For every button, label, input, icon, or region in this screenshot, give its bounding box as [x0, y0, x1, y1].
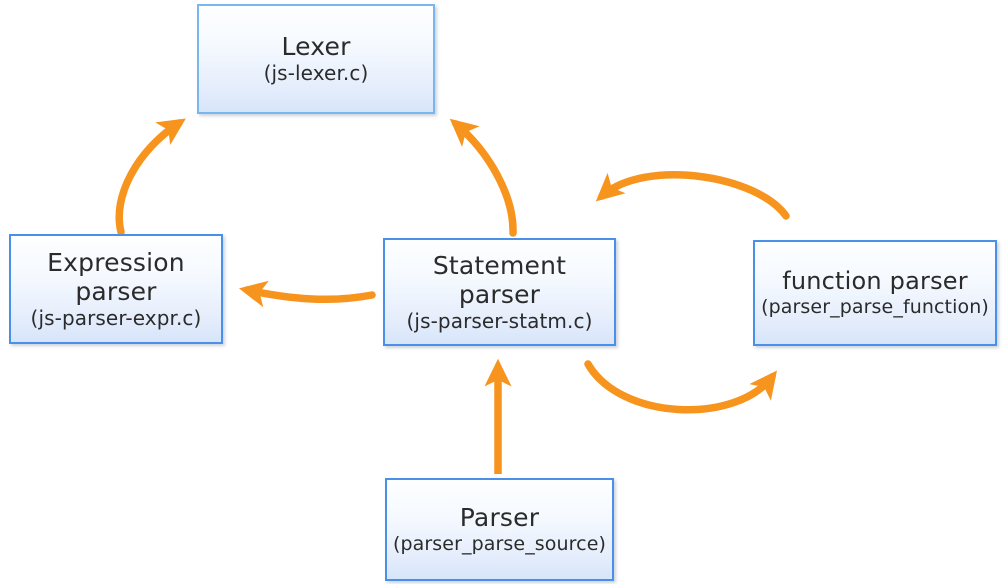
node-expression-parser[interactable]: Expression parser (js-parser-expr.c)	[9, 234, 223, 344]
node-statement-parser-title: Statement parser	[432, 250, 567, 309]
node-function-parser-title: function parser	[782, 266, 968, 295]
edge-statement-to-lexer	[449, 118, 517, 237]
edge-statement-to-function	[584, 360, 778, 414]
node-parser-subtitle: (parser_parse_source)	[392, 533, 607, 556]
node-expression-parser-subtitle: (js-parser-expr.c)	[30, 305, 202, 330]
node-lexer-title: Lexer	[281, 32, 351, 62]
node-statement-parser[interactable]: Statement parser (js-parser-statm.c)	[383, 238, 616, 346]
node-function-parser[interactable]: function parser (parser_parse_function)	[753, 240, 997, 346]
node-statement-parser-subtitle: (js-parser-statm.c)	[406, 308, 593, 333]
node-lexer-subtitle: (js-lexer.c)	[263, 61, 369, 86]
node-parser[interactable]: Parser (parser_parse_source)	[385, 478, 614, 581]
node-expression-parser-title: Expression parser	[47, 247, 185, 306]
node-lexer[interactable]: Lexer (js-lexer.c)	[197, 4, 435, 114]
edge-expression-to-lexer	[115, 118, 186, 236]
node-parser-title: Parser	[459, 503, 540, 533]
edge-function-to-statement	[595, 171, 790, 220]
edge-statement-to-expression	[238, 280, 376, 308]
node-function-parser-subtitle: (parser_parse_function)	[761, 296, 989, 319]
